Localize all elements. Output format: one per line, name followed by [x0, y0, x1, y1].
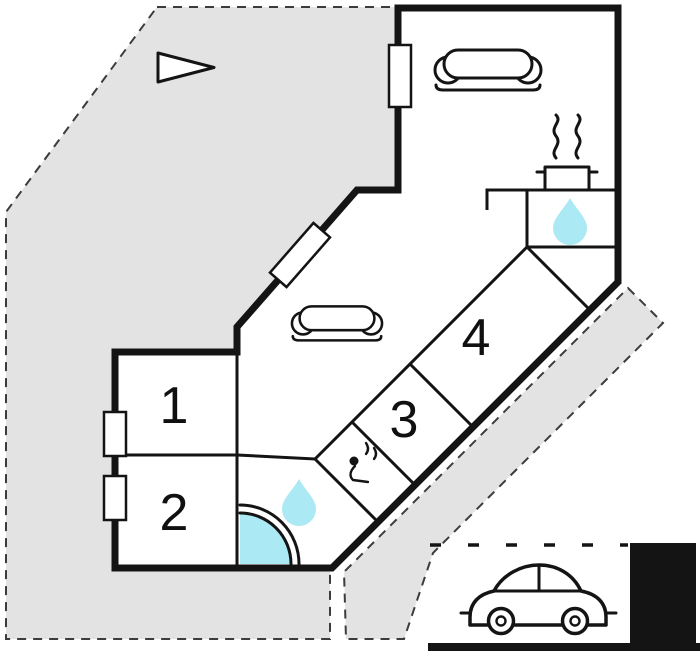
room-4-divider: [525, 245, 592, 312]
car-icon: [459, 563, 618, 636]
building-outline: [111, 4, 622, 572]
sauna-person-head: [349, 456, 359, 466]
sauna-steam: [372, 446, 378, 461]
sauna-bath-divider: [313, 457, 380, 524]
side-yard-area: [342, 286, 665, 640]
sauna-person-body: [349, 464, 370, 484]
shower-icon: [238, 503, 301, 566]
room-4-3-divider: [408, 362, 475, 429]
window: [102, 474, 128, 522]
sauna-icon: [349, 441, 378, 484]
room-labels: 1 2 3 4: [160, 309, 491, 542]
shower-arc: [238, 503, 301, 566]
pot: [543, 165, 591, 192]
steam-icon: [552, 113, 560, 160]
room-3-sauna-divider: [350, 420, 417, 487]
car-wheel-hub: [495, 615, 507, 627]
room-4-label: 4: [462, 309, 491, 367]
interior-walls: [115, 188, 616, 568]
shower-basin: [240, 513, 291, 564]
carport: [428, 543, 700, 651]
stove-icon: [535, 113, 599, 192]
room-1-label: 1: [160, 377, 189, 435]
shower-arc: [238, 511, 293, 566]
car-wheel: [486, 606, 516, 636]
window: [102, 410, 128, 458]
carport-wall: [630, 543, 696, 645]
carport-ground-line: [428, 643, 700, 651]
car-wheel-hub: [569, 615, 581, 627]
north-arrow-icon: [156, 51, 216, 84]
windows: [102, 43, 413, 522]
window: [387, 43, 413, 109]
window: [268, 221, 332, 289]
room-2-label: 2: [160, 484, 189, 542]
room-3-label: 3: [390, 391, 419, 449]
steam-icon: [574, 113, 582, 160]
car-wheel: [560, 606, 590, 636]
sauna-steam: [364, 441, 370, 456]
